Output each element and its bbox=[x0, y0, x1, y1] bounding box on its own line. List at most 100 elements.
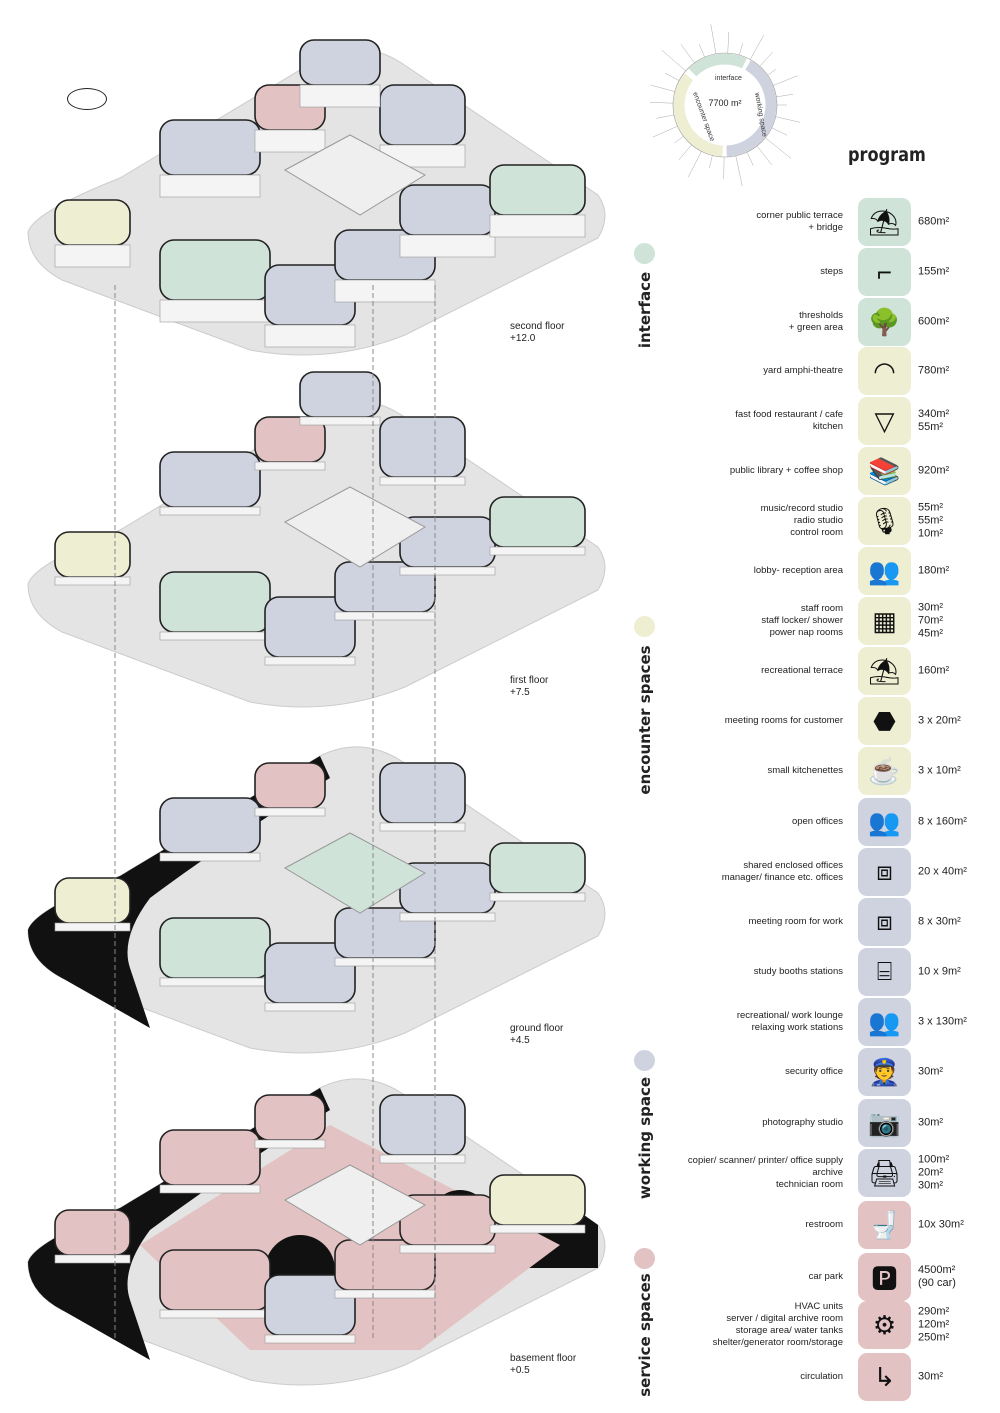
program-label: public library + coffee shop bbox=[729, 465, 843, 476]
program-area: 20 x 40m² bbox=[918, 865, 967, 878]
room-block bbox=[159, 451, 261, 508]
books-coffee-icon: 📚 bbox=[858, 447, 911, 495]
ring-leader-line bbox=[709, 155, 713, 169]
program-row: meeting rooms for customer ⬣ 3 x 20m² bbox=[640, 696, 1000, 746]
program-area: 680m² bbox=[918, 215, 950, 228]
program-label: thresholds + green area bbox=[788, 310, 843, 333]
program-row: photography studio 📷 30m² bbox=[640, 1098, 1000, 1148]
microphone-mixer-icon: 🎙 bbox=[858, 497, 911, 545]
program-label: recreational/ work lounge relaxing work … bbox=[736, 1010, 843, 1033]
ring-leader-line bbox=[678, 144, 692, 161]
ring-leader-line bbox=[688, 151, 702, 178]
north-arrow-icon bbox=[67, 88, 107, 110]
program-row: circulation ↳ 30m² bbox=[640, 1352, 1000, 1402]
room-block bbox=[399, 184, 496, 236]
floor-plate-first-floor bbox=[27, 371, 606, 708]
program-area: 780m² bbox=[918, 364, 950, 377]
category-dot-encounter bbox=[634, 616, 655, 637]
ring-leader-line bbox=[765, 137, 792, 159]
ring-leader-line bbox=[710, 24, 717, 54]
ring-leader-line bbox=[674, 136, 684, 144]
category-dot-interface bbox=[634, 243, 655, 264]
floor-label-second: second floor+12.0 bbox=[510, 321, 565, 344]
program-area: 100m² 20m² 30m² bbox=[918, 1153, 950, 1192]
program-label: recreational terrace bbox=[761, 665, 843, 676]
ring-leader-line bbox=[664, 72, 680, 81]
coffee-machine-icon: ☕ bbox=[858, 747, 911, 795]
toilet-icon: 🚽 bbox=[858, 1201, 911, 1249]
program-row: copier/ scanner/ printer/ office supply … bbox=[640, 1148, 1000, 1198]
exploded-axonometric-floors bbox=[27, 39, 606, 1386]
room-block bbox=[159, 1129, 261, 1186]
program-label: open offices bbox=[791, 816, 843, 827]
ring-leader-line bbox=[727, 32, 730, 54]
open-office-icon: 👥 bbox=[858, 798, 911, 846]
circulation-arrow-icon: ↳ bbox=[858, 1353, 911, 1401]
floor-label-basement: basement floor+0.5 bbox=[510, 1353, 577, 1376]
program-row: corner public terrace + bridge ⛱ 680m² bbox=[640, 197, 1000, 247]
study-booth-icon: ⌸ bbox=[858, 948, 911, 996]
room-block bbox=[299, 371, 381, 418]
program-area: 340m² 55m² bbox=[918, 408, 950, 433]
lounge-icon: 👥 bbox=[858, 998, 911, 1046]
ring-leader-line bbox=[652, 125, 678, 138]
program-row: public library + coffee shop 📚 920m² bbox=[640, 446, 1000, 496]
ring-label-interface: interface bbox=[715, 75, 742, 82]
ring-leader-line bbox=[739, 43, 743, 56]
reception-icon: 👥 bbox=[858, 547, 911, 595]
program-area: 8 x 160m² bbox=[918, 815, 967, 828]
program-row: security office 👮 30m² bbox=[640, 1047, 1000, 1097]
ring-leader-line bbox=[771, 127, 788, 136]
program-label: shared enclosed offices manager/ finance… bbox=[721, 860, 843, 883]
enclosed-office-icon: ⧈ bbox=[858, 848, 911, 896]
program-row: meeting room for work ⧈ 8 x 30m² bbox=[640, 897, 1000, 947]
program-label: circulation bbox=[800, 1371, 843, 1382]
security-guard-icon: 👮 bbox=[858, 1048, 911, 1096]
ring-leader-line bbox=[776, 93, 794, 98]
room-block bbox=[489, 164, 586, 216]
program-row: HVAC units server / digital archive room… bbox=[640, 1300, 1000, 1350]
ring-segment-working bbox=[726, 60, 777, 157]
program-label: corner public terrace + bridge bbox=[756, 210, 843, 233]
ring-segment-interface bbox=[688, 53, 747, 77]
floor-label-ground: ground floor+4.5 bbox=[510, 1023, 564, 1046]
room-block bbox=[54, 1209, 131, 1256]
ring-leader-line bbox=[773, 75, 798, 86]
room-block bbox=[254, 762, 326, 809]
umbrella-table-icon: ⛱ bbox=[858, 198, 911, 246]
program-area: 10 x 9m² bbox=[918, 965, 961, 978]
program-label: photography studio bbox=[762, 1117, 843, 1128]
program-label: meeting rooms for customer bbox=[724, 715, 843, 726]
program-area: 3 x 10m² bbox=[918, 764, 961, 777]
ring-leader-line bbox=[735, 155, 743, 187]
floor-label-first: first floor+7.5 bbox=[510, 675, 549, 698]
program-row: recreational terrace ⛱ 160m² bbox=[640, 646, 1000, 696]
program-label: yard amphi-theatre bbox=[763, 365, 843, 376]
room-block bbox=[159, 1249, 271, 1311]
car-park-icon: 🅿 bbox=[858, 1253, 911, 1301]
program-area: 30m² 70m² 45m² bbox=[918, 601, 944, 640]
program-row: fast food restaurant / cafe kitchen ▽ 34… bbox=[640, 396, 1000, 446]
ring-leader-line bbox=[661, 49, 686, 72]
room-block bbox=[379, 416, 466, 478]
program-row: thresholds + green area 🌳 600m² bbox=[640, 297, 1000, 347]
program-label: fast food restaurant / cafe kitchen bbox=[735, 409, 843, 432]
room-block bbox=[159, 571, 271, 633]
camera-tripod-icon: 📷 bbox=[858, 1099, 911, 1147]
ring-leader-line bbox=[656, 114, 675, 119]
program-area: 55m² 55m² 10m² bbox=[918, 501, 944, 540]
ring-leader-line bbox=[749, 34, 765, 60]
program-area: 10x 30m² bbox=[918, 1218, 964, 1231]
room-block bbox=[489, 842, 586, 894]
program-label: HVAC units server / digital archive room… bbox=[712, 1301, 843, 1348]
room-block bbox=[159, 239, 271, 301]
floor-plate-ground-floor bbox=[27, 746, 606, 1054]
program-area: 3 x 130m² bbox=[918, 1015, 967, 1028]
program-area: 920m² bbox=[918, 464, 950, 477]
program-label: security office bbox=[785, 1066, 843, 1077]
category-dot-service bbox=[634, 1248, 655, 1269]
ring-leader-line bbox=[767, 69, 776, 76]
program-row: restroom 🚽 10x 30m² bbox=[640, 1200, 1000, 1250]
program-label: music/record studio radio studio control… bbox=[760, 503, 843, 538]
program-area: 30m² bbox=[918, 1370, 944, 1383]
